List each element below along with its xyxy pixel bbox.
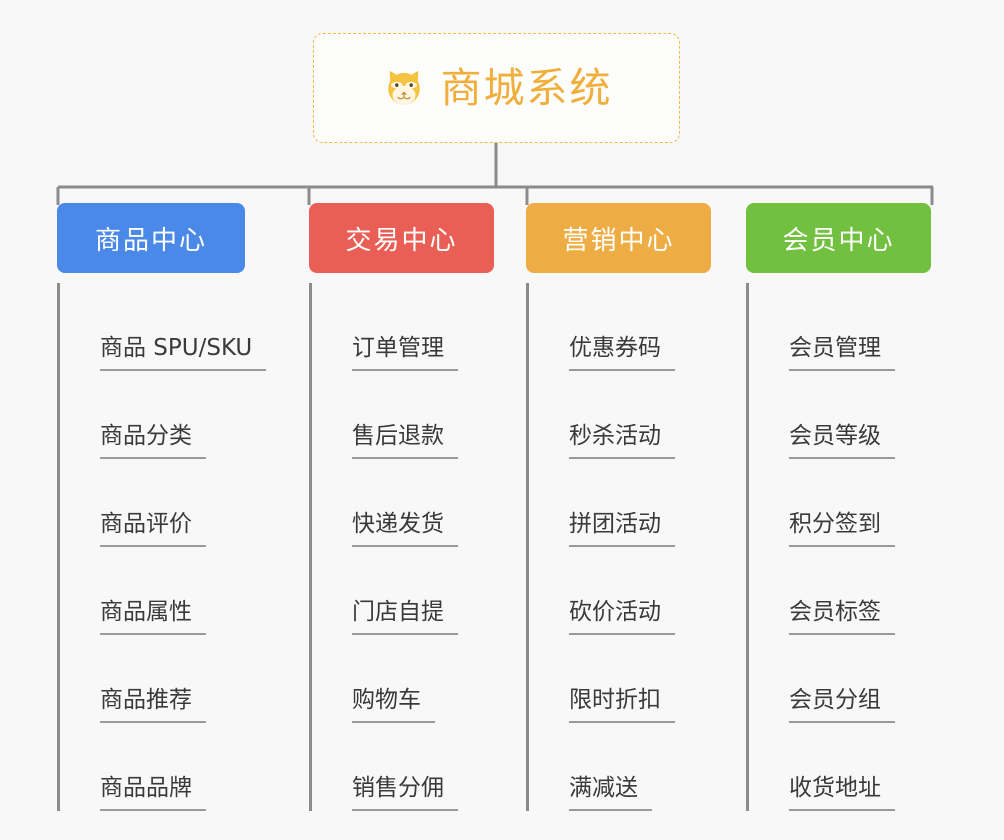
leaf-label: 积分签到 <box>789 510 895 547</box>
branch-header-transaction-center[interactable]: 交易中心 <box>309 203 494 273</box>
list-item[interactable]: 满减送 <box>543 723 711 811</box>
leaf-label: 订单管理 <box>352 334 458 371</box>
branch-header-label: 交易中心 <box>345 225 458 256</box>
list-item[interactable]: 售后退款 <box>326 371 494 459</box>
leaf-label: 砍价活动 <box>569 598 675 635</box>
list-item[interactable]: 商品 SPU/SKU <box>74 283 267 371</box>
list-item[interactable]: 快递发货 <box>326 459 494 547</box>
leaf-label: 会员等级 <box>789 422 895 459</box>
list-item[interactable]: 会员分组 <box>763 635 931 723</box>
branch-product-center: 商品中心 商品 SPU/SKU 商品分类 商品评价 商品属性 商品推荐 <box>57 203 267 811</box>
list-item[interactable]: 收货地址 <box>763 723 931 811</box>
branch-member-center: 会员中心 会员管理 会员等级 积分签到 会员标签 会员分组 <box>746 203 931 811</box>
branch-header-label: 商品中心 <box>94 225 207 256</box>
list-item[interactable]: 拼团活动 <box>543 459 711 547</box>
list-item[interactable]: 秒杀活动 <box>543 371 711 459</box>
list-item[interactable]: 限时折扣 <box>543 635 711 723</box>
branch-header-product-center[interactable]: 商品中心 <box>57 203 245 273</box>
branch-header-marketing-center[interactable]: 营销中心 <box>526 203 711 273</box>
branch-header-label: 营销中心 <box>562 225 675 256</box>
leaf-label: 限时折扣 <box>569 686 675 723</box>
list-item[interactable]: 销售分佣 <box>326 723 494 811</box>
leaf-label: 优惠券码 <box>569 334 675 371</box>
branch-transaction-center: 交易中心 订单管理 售后退款 快递发货 门店自提 购物车 <box>309 203 494 811</box>
leaf-label: 售后退款 <box>352 422 458 459</box>
leaf-label: 会员标签 <box>789 598 895 635</box>
leaf-label: 商品品牌 <box>100 774 206 811</box>
leaf-label: 收货地址 <box>789 774 895 811</box>
list-item[interactable]: 优惠券码 <box>543 283 711 371</box>
branch-leaf-list: 商品 SPU/SKU 商品分类 商品评价 商品属性 商品推荐 商品品牌 <box>57 283 267 811</box>
leaf-label: 快递发货 <box>352 510 458 547</box>
leaf-label: 会员分组 <box>789 686 895 723</box>
leaf-label: 会员管理 <box>789 334 895 371</box>
leaf-label: 商品属性 <box>100 598 206 635</box>
branch-marketing-center: 营销中心 优惠券码 秒杀活动 拼团活动 砍价活动 限时折扣 <box>526 203 711 811</box>
leaf-label: 商品评价 <box>100 510 206 547</box>
list-item[interactable]: 购物车 <box>326 635 494 723</box>
list-item[interactable]: 商品推荐 <box>74 635 245 723</box>
branch-header-label: 会员中心 <box>782 225 895 256</box>
list-item[interactable]: 商品分类 <box>74 371 245 459</box>
leaf-label: 购物车 <box>352 686 435 723</box>
leaf-label: 商品推荐 <box>100 686 206 723</box>
shiba-dog-face-icon <box>381 65 427 111</box>
list-item[interactable]: 积分签到 <box>763 459 931 547</box>
leaf-label: 满减送 <box>569 774 652 811</box>
list-item[interactable]: 商品评价 <box>74 459 245 547</box>
list-item[interactable]: 会员等级 <box>763 371 931 459</box>
list-item[interactable]: 商品品牌 <box>74 723 245 811</box>
branch-leaf-list: 优惠券码 秒杀活动 拼团活动 砍价活动 限时折扣 满减送 <box>526 283 711 811</box>
branch-header-member-center[interactable]: 会员中心 <box>746 203 931 273</box>
leaf-label: 秒杀活动 <box>569 422 675 459</box>
branch-leaf-list: 订单管理 售后退款 快递发货 门店自提 购物车 销售分佣 <box>309 283 494 811</box>
list-item[interactable]: 订单管理 <box>326 283 494 371</box>
list-item[interactable]: 门店自提 <box>326 547 494 635</box>
root-node[interactable]: 商城系统 <box>313 33 680 143</box>
list-item[interactable]: 砍价活动 <box>543 547 711 635</box>
list-item[interactable]: 商品属性 <box>74 547 245 635</box>
list-item[interactable]: 会员管理 <box>763 283 931 371</box>
list-item[interactable]: 会员标签 <box>763 547 931 635</box>
leaf-label: 商品 SPU/SKU <box>100 334 267 371</box>
branch-leaf-list: 会员管理 会员等级 积分签到 会员标签 会员分组 收货地址 <box>746 283 931 811</box>
leaf-label: 销售分佣 <box>352 774 458 811</box>
leaf-label: 门店自提 <box>352 598 458 635</box>
leaf-label: 拼团活动 <box>569 510 675 547</box>
leaf-label: 商品分类 <box>100 422 206 459</box>
root-title: 商城系统 <box>440 63 613 112</box>
